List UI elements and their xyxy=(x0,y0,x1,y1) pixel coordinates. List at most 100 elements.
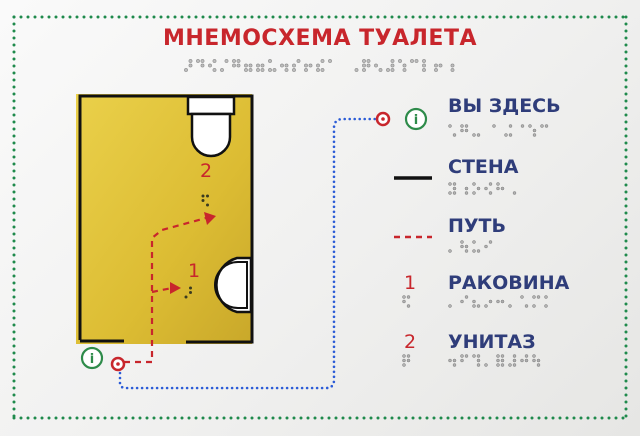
braille-dot xyxy=(496,363,500,367)
braille-dot xyxy=(508,133,513,137)
braille-dot xyxy=(284,63,289,68)
braille-dot xyxy=(472,304,476,308)
braille-dot xyxy=(201,199,205,202)
braille-dot xyxy=(520,124,525,128)
braille-dot xyxy=(484,363,488,367)
braille-dot xyxy=(402,363,406,367)
braille-dot xyxy=(520,358,524,363)
braille-dot xyxy=(248,63,253,68)
braille-dot xyxy=(476,363,481,367)
toilet-icon xyxy=(186,95,236,158)
route-to-legend xyxy=(118,117,380,390)
braille-dot xyxy=(378,68,383,72)
braille-dot xyxy=(492,124,496,128)
braille-dot xyxy=(504,133,508,137)
braille-dot xyxy=(390,59,395,63)
braille-dot xyxy=(488,240,493,244)
braille-dot xyxy=(464,295,469,299)
braille-dot xyxy=(212,59,217,63)
braille-dot xyxy=(201,194,205,198)
braille-dot xyxy=(448,182,452,186)
braille-dot xyxy=(476,358,481,363)
braille-dot xyxy=(200,63,205,68)
braille-dot xyxy=(452,186,457,191)
braille-dot xyxy=(434,63,438,68)
braille-dot xyxy=(512,354,517,358)
braille-dot xyxy=(452,133,457,137)
braille-dot xyxy=(532,354,536,358)
braille-dot xyxy=(410,59,414,63)
braille-dot xyxy=(220,68,224,72)
braille-dot xyxy=(448,249,452,253)
braille-dot xyxy=(484,186,488,191)
braille-dot xyxy=(406,295,411,299)
braille-plan xyxy=(184,194,209,299)
braille-dot xyxy=(464,128,469,133)
braille-dot xyxy=(402,358,406,363)
braille-dot xyxy=(248,68,253,72)
braille-dot xyxy=(422,59,426,63)
braille-dot xyxy=(508,124,513,128)
braille-dot xyxy=(200,59,205,63)
braille-dot xyxy=(536,363,541,367)
braille-dot xyxy=(308,63,313,68)
braille-dot xyxy=(402,63,407,68)
braille-dot xyxy=(496,358,500,363)
braille-dot xyxy=(460,240,464,244)
braille-dot xyxy=(464,191,469,195)
braille-dot xyxy=(500,358,505,363)
braille-dot xyxy=(296,59,301,63)
you-are-here-icon xyxy=(110,111,391,372)
braille-dot xyxy=(206,203,209,207)
braille-dot xyxy=(244,63,248,68)
braille-dot xyxy=(320,68,325,72)
braille-dot xyxy=(472,191,476,195)
braille-dot xyxy=(472,133,476,137)
braille-dot xyxy=(528,124,532,128)
braille-dot xyxy=(540,124,544,128)
braille-dot xyxy=(448,358,452,363)
braille-dot xyxy=(524,304,529,308)
braille-dot xyxy=(536,358,541,363)
braille-dot xyxy=(452,358,457,363)
legend-wall: СТЕНА xyxy=(448,156,519,178)
braille-dot xyxy=(484,304,488,308)
braille-dot xyxy=(402,354,406,358)
braille-dot xyxy=(544,124,549,128)
braille-dot xyxy=(452,191,457,195)
braille-dot xyxy=(390,63,395,68)
braille-dot xyxy=(512,363,517,367)
braille-dot xyxy=(544,304,548,308)
braille-dot xyxy=(362,63,366,68)
braille-dot xyxy=(524,358,529,363)
braille-dot xyxy=(256,68,260,72)
braille-dot xyxy=(438,63,443,68)
braille-dot xyxy=(500,354,505,358)
braille-dot xyxy=(448,124,452,128)
braille-dot xyxy=(460,124,464,128)
svg-text:i: i xyxy=(414,113,418,128)
route-path xyxy=(124,212,216,364)
braille-dot xyxy=(422,63,426,68)
braille-dot xyxy=(188,59,193,63)
toilet-marker-number: 2 xyxy=(200,160,213,182)
legend-toilet-number: 2 xyxy=(404,331,417,353)
braille-dot xyxy=(212,68,217,72)
legend-sink: РАКОВИНА xyxy=(448,272,570,294)
braille-dot xyxy=(500,186,505,191)
braille-dot xyxy=(402,295,406,299)
braille-dot xyxy=(184,68,188,72)
braille-dot xyxy=(484,244,488,249)
braille-dot xyxy=(236,63,241,68)
path-arrow-icon xyxy=(170,282,181,294)
braille-dot xyxy=(532,128,537,133)
braille-dot xyxy=(500,299,505,304)
path-arrow-icon xyxy=(204,212,216,225)
braille-dot xyxy=(244,68,248,72)
braille-dot xyxy=(316,63,320,68)
braille-dot xyxy=(472,354,476,358)
braille-dot xyxy=(292,63,296,68)
braille-dot xyxy=(260,68,265,72)
